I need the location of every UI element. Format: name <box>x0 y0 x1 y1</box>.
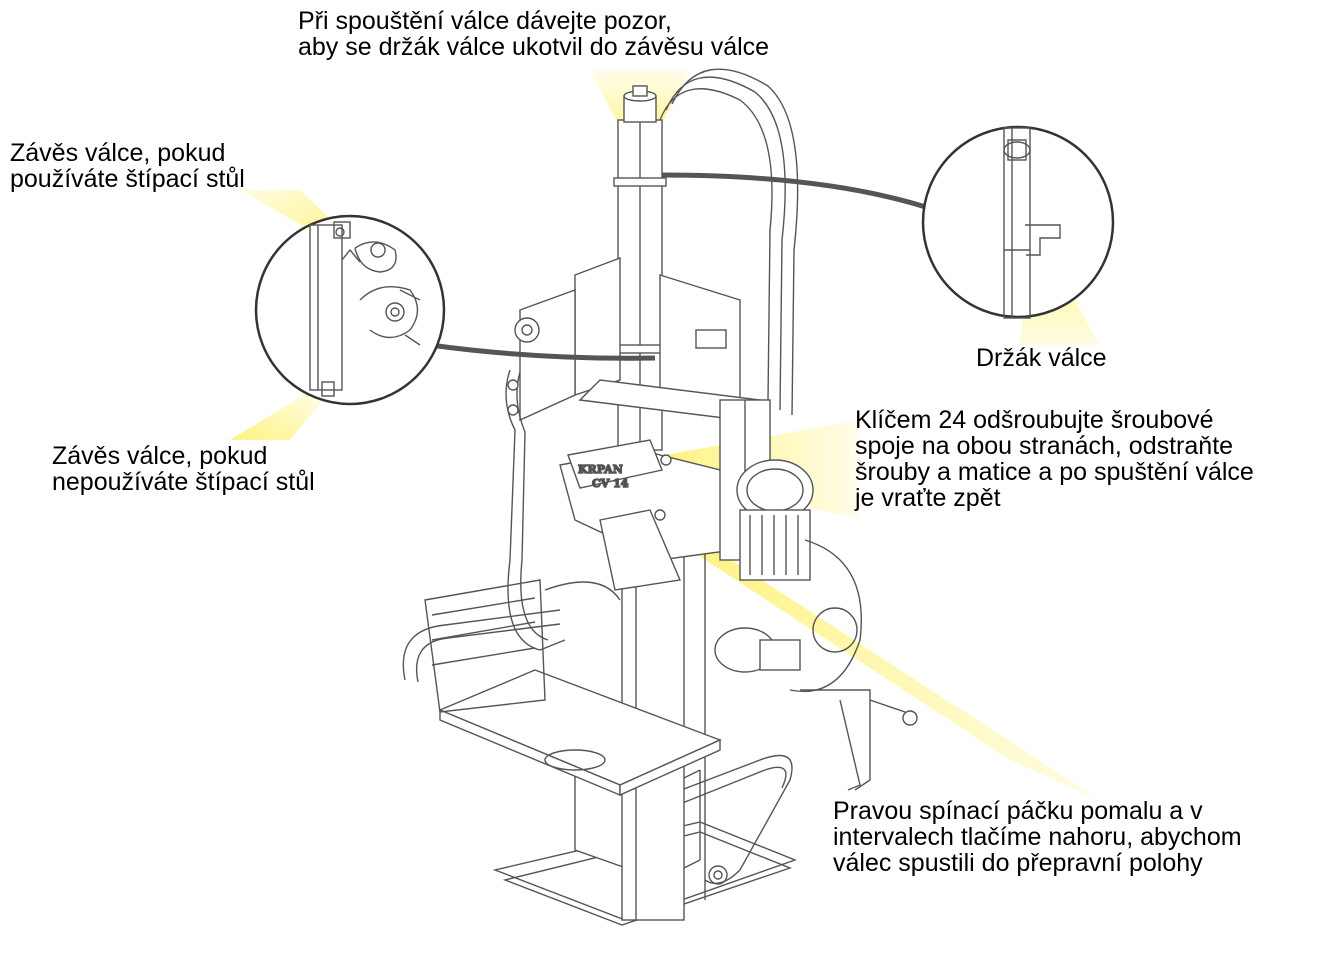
callout-wrench-bolts: Klíčem 24 odšroubujte šroubové spoje na … <box>855 407 1254 511</box>
detail-connectors <box>429 172 936 361</box>
detail-circle-left <box>254 214 446 406</box>
callout-line: intervalech tlačíme nahoru, abychom <box>833 823 1242 851</box>
electric-motor <box>714 459 918 791</box>
callout-line: Závěs válce, pokud <box>10 139 226 167</box>
callout-cylinder-holder: Držák válce <box>976 345 1107 371</box>
callout-line: je vraťte zpět <box>855 484 1001 512</box>
callout-line: Při spouštění válce dávejte pozor, <box>298 7 672 35</box>
beam-bottom <box>675 530 1100 800</box>
callout-cylinder-lowering-note: Při spouštění válce dávejte pozor, aby s… <box>298 8 769 60</box>
callout-line: spoje na obou stranách, odstraňte <box>855 432 1234 460</box>
machine-brand-label: KRPAN <box>578 463 623 476</box>
splitting-table <box>402 579 722 797</box>
detail-circle-right <box>921 125 1115 319</box>
callout-line: používáte štípací stůl <box>10 165 245 193</box>
callout-line: válec spustili do přepravní polohy <box>833 849 1203 877</box>
callout-hanger-without-table: Závěs válce, pokud nepoužíváte štípací s… <box>52 443 315 495</box>
callout-hanger-with-table: Závěs válce, pokud používáte štípací stů… <box>10 140 245 192</box>
callout-line: Pravou spínací páčku pomalu a v <box>833 797 1203 825</box>
callout-line: Držák válce <box>976 344 1107 372</box>
callout-line: šrouby a matice a po spuštění válce <box>855 458 1254 486</box>
callout-line: Klíčem 24 odšroubujte šroubové <box>855 406 1214 434</box>
callout-line: aby se držák válce ukotvil do závěsu vál… <box>298 33 770 61</box>
beam-bottom-left <box>230 388 330 440</box>
machine-model-label: CV 14 <box>592 477 629 490</box>
callout-lever-instruction: Pravou spínací páčku pomalu a v interval… <box>833 798 1242 876</box>
callout-line: nepoužíváte štípací stůl <box>52 468 315 496</box>
callout-line: Závěs válce, pokud <box>52 442 268 470</box>
